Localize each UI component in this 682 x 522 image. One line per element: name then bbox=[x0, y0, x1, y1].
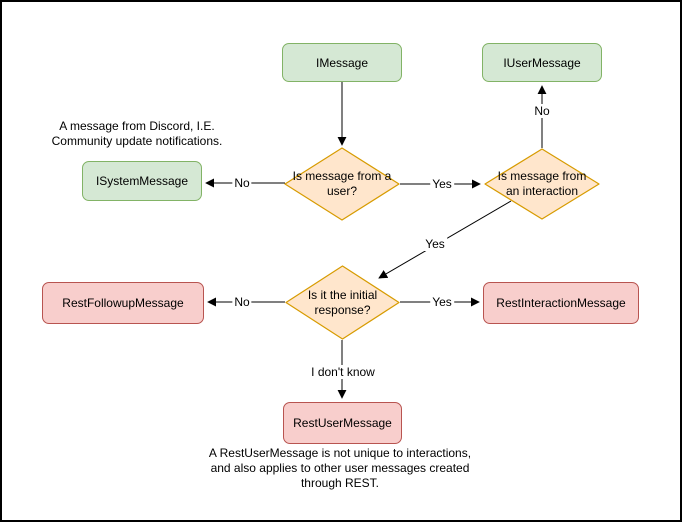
decision-is-message-from-user-label: Is message from a user? bbox=[292, 169, 392, 198]
decision-is-message-from-interaction: Is message from an interaction bbox=[484, 148, 600, 220]
decision-is-initial-response-label: Is it the initial response? bbox=[307, 287, 378, 317]
decision-is-message-from-interaction-label: Is message from an interaction bbox=[497, 169, 587, 198]
node-restfollowupmessage-label: RestFollowupMessage bbox=[62, 296, 184, 310]
node-iusermessage: IUserMessage bbox=[482, 43, 602, 82]
decision-is-message-from-user: Is message from a user? bbox=[284, 147, 400, 221]
edge-label-user-yes: Yes bbox=[430, 177, 454, 191]
annotation-system-message-note: A message from Discord, I.E. Community u… bbox=[51, 119, 223, 148]
edge-label-interaction-no: No bbox=[532, 104, 552, 118]
node-restinteractionmessage: RestInteractionMessage bbox=[483, 282, 639, 324]
diamond-shape bbox=[285, 265, 400, 340]
annotation-restusermessage-note: A RestUserMessage is not unique to inter… bbox=[208, 446, 472, 490]
diamond-shape bbox=[484, 148, 600, 220]
node-iusermessage-label: IUserMessage bbox=[503, 55, 581, 70]
edge-label-initial-no: No bbox=[232, 295, 252, 309]
edge-label-interaction-yes: Yes bbox=[423, 237, 447, 251]
edge-label-initial-yes: Yes bbox=[430, 295, 454, 309]
edge-label-user-no: No bbox=[232, 176, 252, 190]
node-restusermessage-label: RestUserMessage bbox=[293, 416, 392, 430]
node-imessage-label: IMessage bbox=[315, 55, 369, 70]
node-isystemmessage: ISystemMessage bbox=[82, 161, 202, 201]
node-restusermessage: RestUserMessage bbox=[283, 402, 402, 444]
diamond-shape bbox=[284, 147, 400, 221]
node-restfollowupmessage: RestFollowupMessage bbox=[42, 282, 204, 324]
decision-is-initial-response: Is it the initial response? bbox=[285, 265, 400, 340]
node-restinteractionmessage-label: RestInteractionMessage bbox=[496, 296, 626, 310]
edge-label-i-dont-know: I don't know bbox=[309, 365, 377, 379]
node-imessage: IMessage bbox=[282, 43, 402, 82]
node-isystemmessage-label: ISystemMessage bbox=[95, 174, 189, 188]
